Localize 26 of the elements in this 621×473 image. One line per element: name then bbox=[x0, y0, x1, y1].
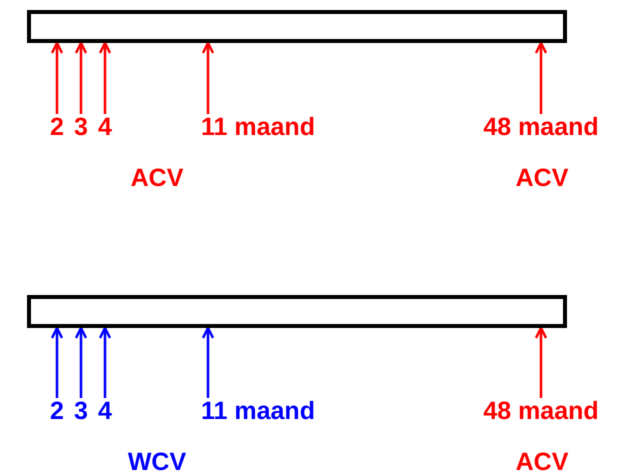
month-label: 2 bbox=[50, 113, 64, 141]
arrow bbox=[534, 326, 548, 398]
arrow bbox=[74, 326, 88, 398]
month-label: 3 bbox=[74, 113, 88, 141]
month-label: 11 maand bbox=[201, 397, 315, 425]
month-label: 48 maand bbox=[483, 397, 599, 425]
month-label: 48 maand bbox=[483, 113, 599, 141]
arrow bbox=[98, 326, 112, 398]
arrow bbox=[202, 42, 214, 114]
arrow bbox=[74, 42, 88, 114]
timeline-bar bbox=[27, 10, 567, 43]
month-label: 4 bbox=[98, 397, 112, 425]
month-label: 3 bbox=[74, 397, 88, 425]
arrow bbox=[534, 42, 548, 114]
arrow bbox=[98, 42, 112, 114]
month-label: 11 maand bbox=[201, 113, 315, 141]
month-label: 4 bbox=[98, 113, 112, 141]
vaccine-label: WCV bbox=[128, 448, 186, 473]
arrow bbox=[50, 326, 64, 398]
arrow bbox=[202, 326, 214, 398]
vaccine-label: ACV bbox=[130, 164, 184, 192]
timeline-bar bbox=[27, 295, 567, 328]
arrow bbox=[50, 42, 64, 114]
vaccine-label: ACV bbox=[516, 164, 568, 192]
month-label: 2 bbox=[50, 397, 64, 425]
vaccine-label: ACV bbox=[516, 448, 568, 473]
